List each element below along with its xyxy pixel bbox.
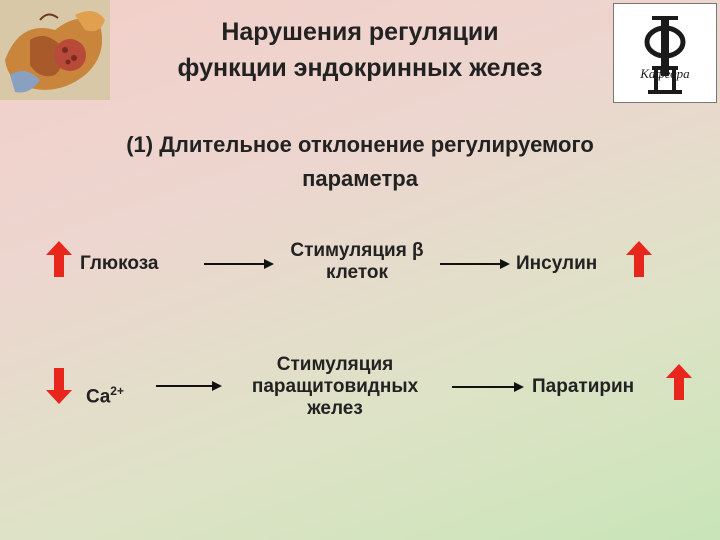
row1-flow-arrow-1 <box>204 259 274 269</box>
insulin-up-arrow-icon <box>626 241 652 277</box>
row2-process-line-2: паращитовидных <box>251 376 419 397</box>
row2-input-label: Ca2+ <box>86 380 124 408</box>
row2-flow-arrow-2 <box>452 382 524 392</box>
row1-process-line-1: Стимуляция β <box>290 240 424 261</box>
row1-process-line-2: клеток <box>325 262 389 283</box>
row2-process-line-1: Стимуляция <box>276 354 394 375</box>
glucose-up-arrow-icon <box>46 241 72 277</box>
row2-input-superscript: 2+ <box>110 384 124 398</box>
row2-process-line-3: желез <box>307 398 363 419</box>
slide-title: Нарушения регуляции функции эндокринных … <box>120 14 600 86</box>
endocrine-gland-illustration <box>0 0 110 100</box>
row1-flow-arrow-2 <box>440 259 510 269</box>
row2-process-label: Стимуляция паращитовидных желез <box>222 354 448 420</box>
calcium-down-arrow-icon <box>46 368 72 404</box>
row1-output-label: Инсулин <box>516 253 598 274</box>
row1-input-label: Глюкоза <box>80 253 159 274</box>
row2-output-label: Паратирин <box>532 376 635 397</box>
subtitle-line-1: (1) Длительное отклонение регулируемого <box>126 132 594 157</box>
row2-input-text: Ca <box>86 386 111 408</box>
section-subtitle: (1) Длительное отклонение регулируемого … <box>40 128 680 196</box>
department-logo: Кафедра <box>613 3 717 103</box>
parathyrin-up-arrow-icon <box>666 364 692 400</box>
logo-emblem-icon: Кафедра <box>639 16 690 94</box>
row1-process-label: Стимуляция β клеток <box>262 240 452 284</box>
subtitle-line-2: параметра <box>302 166 418 191</box>
row2-flow-arrow-1 <box>156 381 222 391</box>
title-line-2: функции эндокринных желез <box>177 54 543 82</box>
logo-caption: Кафедра <box>639 66 690 81</box>
title-line-1: Нарушения регуляции <box>221 18 499 46</box>
